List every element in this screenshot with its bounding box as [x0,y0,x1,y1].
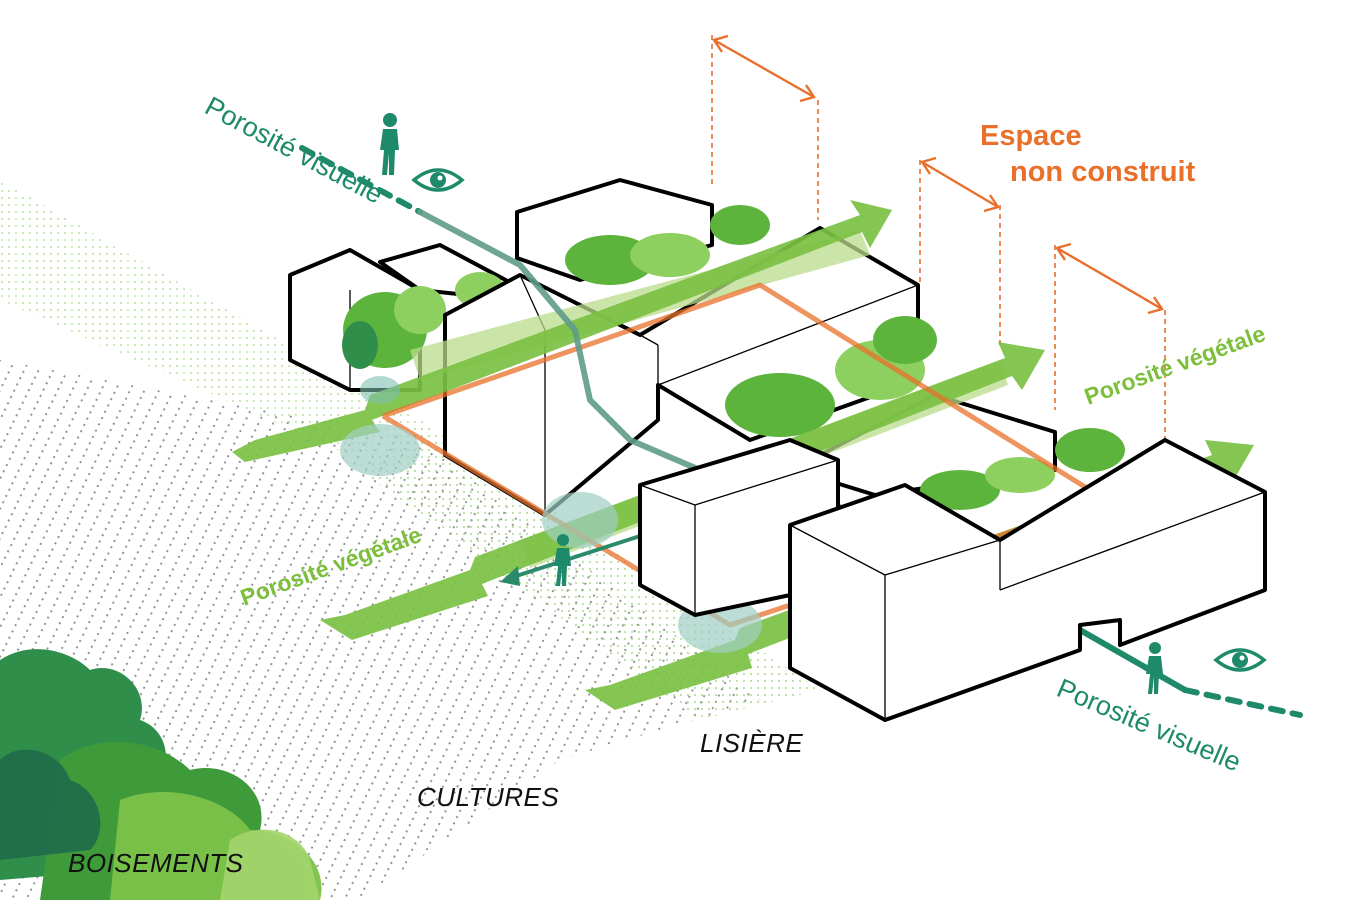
pedestrian-icon [1146,642,1163,694]
label-cultures: CULTURES [417,782,559,812]
tree-icon [455,205,770,308]
pedestrian-icon [380,113,399,175]
tree-icon [725,316,937,437]
building-front-right [788,438,1267,722]
tree-icon [342,286,446,369]
label-vegetal-porosity-right: Porosité végétale [1081,320,1269,410]
label-boisements: BOISEMENTS [68,848,244,878]
building-central-long [443,226,920,517]
label-unbuilt-space-line1: Espace [980,120,1082,152]
pedestrian-icon [554,534,571,586]
unbuilt-space-dimensions [711,35,1166,440]
eye-icon [411,168,465,192]
eye-icon [1213,648,1267,672]
double-arrow-icon [920,156,1000,213]
label-visual-porosity-top: Porosité visuelle [200,91,388,210]
double-arrow-icon [712,34,816,103]
boisements-woodland [0,649,322,900]
label-lisiere: LISIÈRE [700,728,803,758]
double-arrow-icon [1055,242,1164,315]
tree-icon [920,428,1125,510]
label-unbuilt-space-line2: non construit [1010,156,1196,188]
ground-shadow [340,376,762,653]
